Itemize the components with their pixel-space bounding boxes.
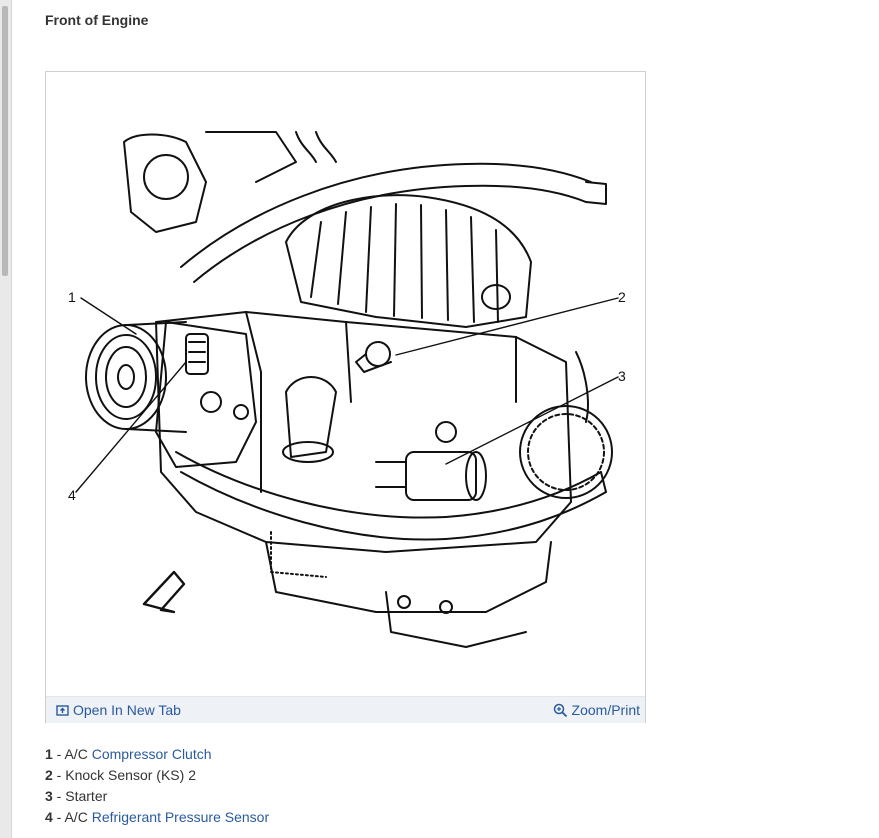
left-scrollbar[interactable]	[0, 0, 12, 838]
callout-1: 1	[68, 289, 76, 305]
legend-number: 2	[45, 767, 53, 783]
figure-toolbar: Open In New Tab Zoom/Print	[46, 696, 645, 723]
legend-separator: -	[52, 809, 65, 825]
legend-text: Knock Sensor (KS) 2	[65, 767, 196, 783]
legend-text: A/C	[64, 746, 92, 762]
legend-number: 3	[45, 788, 53, 804]
open-in-new-tab-link[interactable]: Open In New Tab	[56, 702, 181, 718]
legend-text: Starter	[65, 788, 108, 804]
legend-number: 4	[45, 809, 53, 825]
legend-item: 1 - A/C Compressor Clutch	[45, 744, 445, 765]
engine-illustration: 1 2 3 4	[68, 131, 626, 648]
callout-4: 4	[68, 487, 76, 503]
legend-separator: -	[52, 746, 65, 762]
legend-link-refrigerant-pressure-sensor[interactable]: Refrigerant Pressure Sensor	[91, 809, 270, 825]
zoom-print-link[interactable]: Zoom/Print	[553, 702, 640, 718]
legend-item: 3 - Starter	[45, 786, 445, 807]
legend-separator: -	[52, 788, 66, 804]
zoom-print-label: Zoom/Print	[571, 702, 640, 718]
legend-separator: -	[52, 767, 66, 783]
scrollbar-thumb[interactable]	[2, 6, 8, 276]
page-title: Front of Engine	[45, 12, 149, 28]
zoom-in-icon	[553, 703, 567, 717]
parts-legend: 1 - A/C Compressor Clutch 2 - Knock Sens…	[45, 744, 445, 828]
open-new-tab-icon	[56, 704, 69, 716]
legend-text: A/C	[64, 809, 92, 825]
legend-number: 1	[45, 746, 53, 762]
figure-panel: 1 2 3 4 Open In New Tab Zoom/Print	[45, 71, 646, 723]
legend-item: 4 - A/C Refrigerant Pressure Sensor	[45, 807, 445, 828]
callout-3: 3	[618, 368, 626, 384]
callout-2: 2	[618, 289, 626, 305]
legend-link-compressor-clutch[interactable]: Compressor Clutch	[91, 746, 212, 762]
open-in-new-tab-label: Open In New Tab	[73, 702, 181, 718]
legend-item: 2 - Knock Sensor (KS) 2	[45, 765, 445, 786]
